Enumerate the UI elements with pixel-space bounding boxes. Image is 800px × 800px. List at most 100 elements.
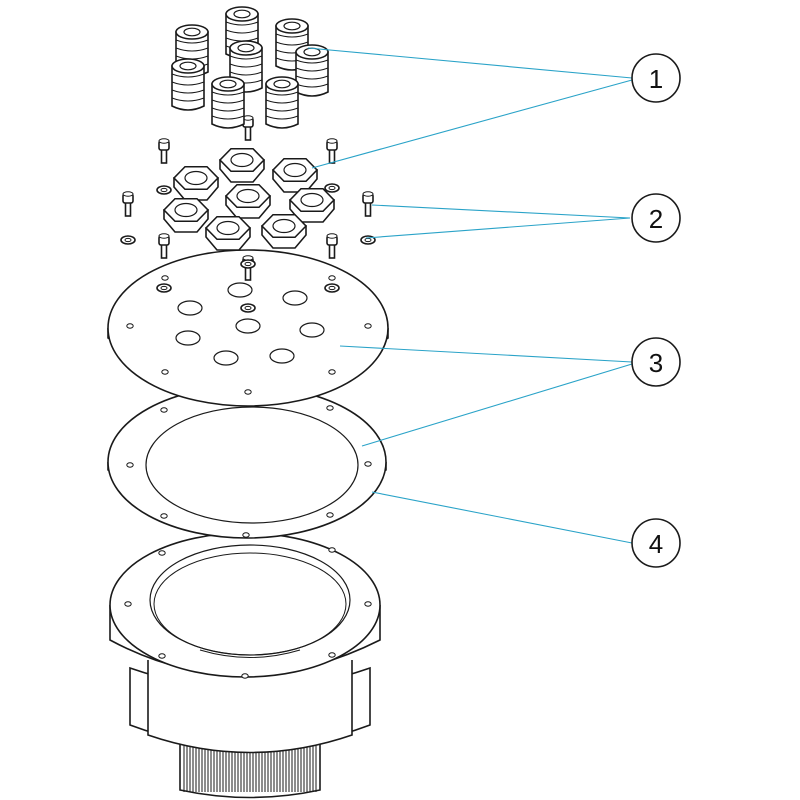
- bolt-head-top: [122, 191, 134, 197]
- gland-ridge: [225, 29, 259, 34]
- gland-hole: [227, 282, 253, 298]
- gland-ridge: [275, 41, 309, 46]
- flange-bolt-hole: [241, 673, 249, 679]
- gland-ridge: [211, 107, 245, 112]
- plate-bolt-hole: [244, 389, 252, 395]
- washer-outer: [120, 235, 136, 245]
- cable-gland: [211, 76, 245, 129]
- gland-ridge: [175, 39, 209, 44]
- plate-bolt-hole: [328, 275, 336, 281]
- callout-4-label: 4: [649, 529, 663, 559]
- hex-nut: [218, 147, 266, 183]
- flange-bolt-hole: [124, 601, 132, 607]
- gland-hole: [299, 322, 325, 338]
- hex-nut: [260, 213, 308, 249]
- washer-inner: [328, 285, 336, 291]
- flange-bolt-hole: [158, 653, 166, 659]
- washer: [240, 303, 256, 313]
- nut-bore: [184, 170, 208, 186]
- washer: [324, 183, 340, 193]
- gland-seal: [273, 79, 291, 89]
- bolt-shank: [364, 201, 372, 217]
- gland-body: [265, 83, 299, 129]
- gland-seal: [183, 27, 201, 37]
- callout-2-label: 2: [649, 204, 663, 234]
- gland-seal: [219, 79, 237, 89]
- ring-bolt-hole: [160, 407, 168, 413]
- hex-nut: [288, 187, 336, 223]
- plate-bolt-hole: [126, 323, 134, 329]
- bolt-head-top: [158, 138, 170, 144]
- callout-3: 3: [631, 337, 681, 387]
- gland-ridge: [171, 97, 205, 102]
- gland-hole: [269, 348, 295, 364]
- washer: [324, 283, 340, 293]
- gland-hole: [282, 290, 308, 306]
- fastener-hardware: [120, 115, 376, 313]
- cable-glands: [171, 6, 329, 129]
- gland-ridge: [265, 99, 299, 104]
- gland-seal: [233, 9, 251, 19]
- gland-seal: [283, 21, 301, 31]
- bolt-shank: [160, 148, 168, 164]
- nut-bore: [216, 220, 240, 236]
- gland-ridge: [295, 75, 329, 80]
- gland-ridge: [211, 115, 245, 120]
- gland-ridge: [265, 107, 299, 112]
- ring-bolt-hole: [326, 405, 334, 411]
- plate-bolt-hole: [161, 369, 169, 375]
- flange-bolt-hole: [364, 601, 372, 607]
- leader-1a: [307, 47, 633, 79]
- gland-hole: [177, 300, 203, 316]
- bolt: [122, 191, 134, 217]
- leader-2a: [371, 204, 631, 219]
- leader-1b: [311, 79, 633, 169]
- washer-inner: [160, 187, 168, 193]
- flange-bolt-hole: [158, 550, 166, 556]
- hex-nut: [271, 157, 319, 193]
- bolt-shank: [160, 243, 168, 259]
- gland-ridge: [171, 81, 205, 86]
- callout-4: 4: [631, 518, 681, 568]
- callout-3-label: 3: [649, 348, 663, 378]
- callout-1: 1: [631, 53, 681, 103]
- washer: [156, 185, 172, 195]
- gland-ridge: [211, 99, 245, 104]
- washer-outer: [240, 259, 256, 269]
- ring-bolt-hole: [364, 461, 372, 467]
- washer-outer: [156, 283, 172, 293]
- gland-ridge: [295, 67, 329, 72]
- bolt-shank: [244, 125, 252, 141]
- gland-ridge: [225, 21, 259, 26]
- gland-ridge: [295, 59, 329, 64]
- nut-bore: [230, 152, 254, 168]
- washer-inner: [160, 285, 168, 291]
- washer-outer: [324, 283, 340, 293]
- nut-bore: [236, 188, 260, 204]
- washer-outer: [156, 185, 172, 195]
- bolt-shank: [328, 243, 336, 259]
- ring-bolt-hole: [242, 532, 250, 538]
- bolt: [158, 233, 170, 259]
- washer-inner: [244, 261, 252, 267]
- cable-gland: [295, 44, 329, 97]
- washer-inner: [328, 185, 336, 191]
- gland-ridge: [211, 91, 245, 96]
- washer: [240, 259, 256, 269]
- gland-hole: [235, 318, 261, 334]
- leader-3b: [361, 363, 633, 447]
- plate-bolt-hole: [328, 369, 336, 375]
- gasket-ring-opening: [145, 406, 359, 524]
- bolt: [326, 138, 338, 164]
- hex-nut: [204, 215, 252, 251]
- bolt-head-top: [362, 191, 374, 197]
- ring-bolt-hole: [160, 513, 168, 519]
- gland-ridge: [265, 91, 299, 96]
- bolt: [326, 233, 338, 259]
- gland-body: [211, 83, 245, 129]
- plate-bolt-hole: [161, 275, 169, 281]
- washer-inner: [124, 237, 132, 243]
- washer-outer: [240, 303, 256, 313]
- leader-lines: [307, 47, 633, 544]
